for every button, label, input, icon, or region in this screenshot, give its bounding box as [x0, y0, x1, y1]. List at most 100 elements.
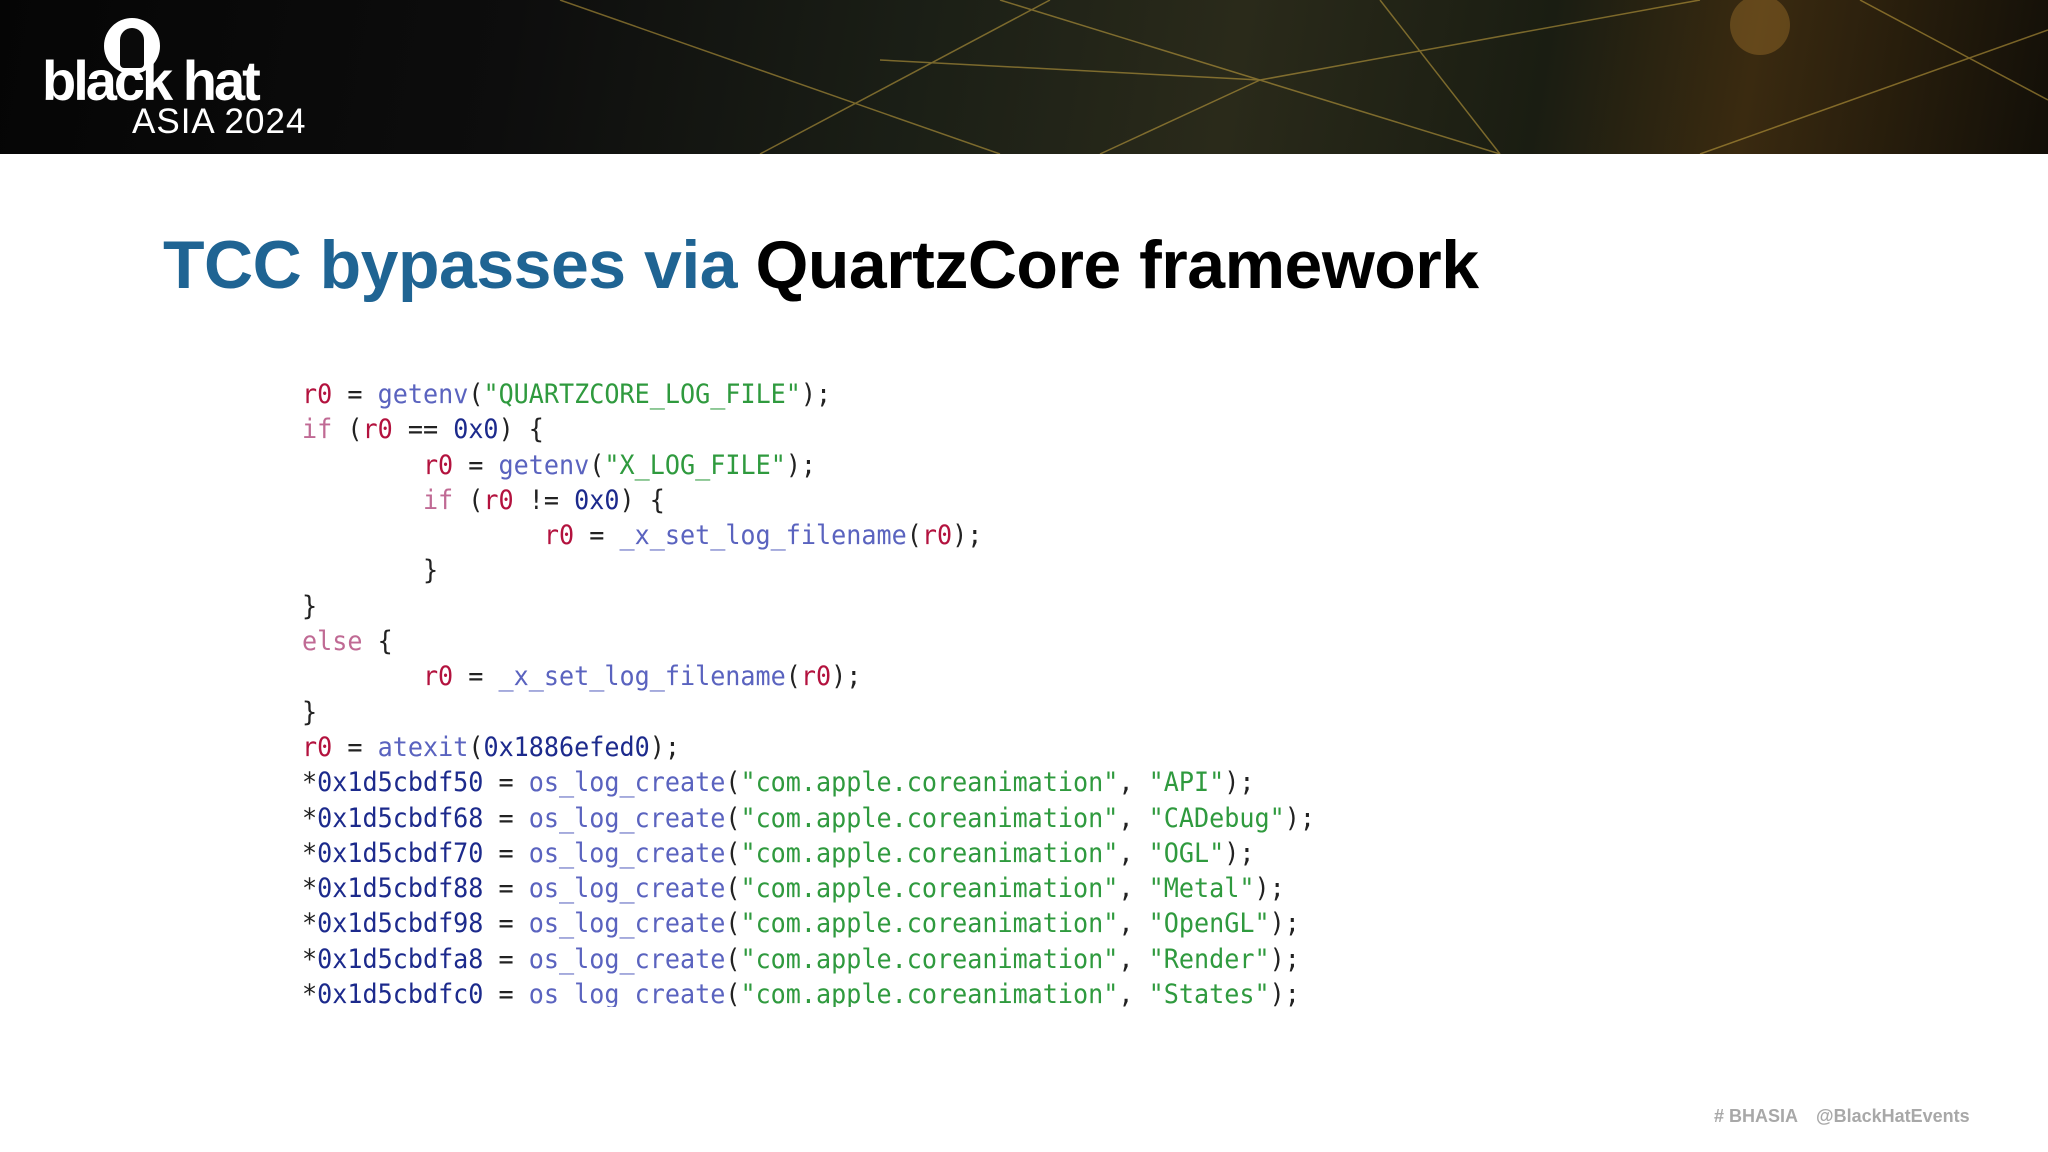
- code-token: =: [483, 873, 529, 905]
- code-token: os_log_create: [528, 979, 726, 1007]
- code-token: (: [468, 731, 484, 763]
- code-token: 0x1d5cbdfc0: [317, 979, 484, 1007]
- code-token: 0x1d5cbdf70: [317, 837, 484, 869]
- slide-title: TCC bypasses via QuartzCore framework: [163, 226, 1479, 304]
- code-token: =: [453, 449, 499, 481]
- footer-hashtag: # BHASIA: [1714, 1106, 1799, 1126]
- title-part-highlight: TCC bypasses via: [163, 227, 738, 303]
- code-token: os_log_create: [528, 767, 726, 799]
- code-token: "API": [1148, 767, 1225, 799]
- code-token: (: [725, 979, 741, 1007]
- code-token: "com.apple.coreanimation": [740, 943, 1119, 975]
- code-token: (: [589, 449, 605, 481]
- code-token: ,: [1118, 943, 1149, 975]
- logo-wordmark: black hat: [42, 49, 261, 112]
- code-token: ==: [392, 414, 454, 446]
- code-token: r0: [302, 731, 333, 763]
- code-token: }: [302, 555, 439, 587]
- code-token: "CADebug": [1148, 802, 1285, 834]
- code-token: [302, 520, 544, 551]
- code-token: =: [483, 767, 529, 799]
- code-token: os_log_create: [528, 802, 726, 834]
- code-token: r0: [302, 379, 333, 410]
- code-token: [302, 450, 423, 481]
- code-token: r0: [543, 520, 575, 552]
- code-line: r0 = _x_set_log_filename(r0);: [302, 659, 1315, 694]
- code-token: (: [725, 802, 741, 834]
- code-line: }: [302, 695, 1315, 730]
- code-token: "X_LOG_FILE": [604, 449, 786, 481]
- code-token: os_log_create: [528, 908, 726, 940]
- code-token: r0: [921, 520, 953, 552]
- code-token: );: [1254, 873, 1285, 905]
- code-token: (: [906, 520, 922, 552]
- code-token: "OGL": [1148, 837, 1225, 869]
- code-token: r0: [362, 414, 393, 446]
- code-token: "com.apple.coreanimation": [740, 802, 1119, 834]
- code-line: if (r0 != 0x0) {: [302, 483, 1315, 518]
- code-token: (: [725, 837, 741, 869]
- code-token: ,: [1118, 979, 1149, 1007]
- network-lines-background: [559, 0, 2048, 154]
- code-token: 0x1d5cbdf50: [317, 767, 484, 799]
- code-token: r0: [483, 484, 514, 516]
- code-line: }: [302, 553, 1315, 588]
- code-token: );: [800, 379, 832, 410]
- code-token: *: [302, 837, 318, 869]
- code-line: if (r0 == 0x0) {: [302, 412, 1315, 447]
- code-token: ,: [1118, 837, 1149, 869]
- code-line: r0 = atexit(0x1886efed0);: [302, 730, 1315, 765]
- code-token: 0x1d5cbdf98: [317, 908, 484, 940]
- code-token: os_log_create: [528, 943, 726, 975]
- code-token: *: [302, 767, 318, 799]
- code-token: *: [302, 979, 318, 1007]
- code-line: else {: [302, 624, 1315, 659]
- code-token: (: [725, 908, 741, 940]
- code-token: }: [302, 590, 318, 622]
- code-token: "OpenGL": [1148, 908, 1270, 940]
- code-token: ,: [1118, 908, 1149, 940]
- code-token: _x_set_log_filename: [498, 661, 786, 693]
- logo-event: ASIA 2024: [132, 102, 307, 141]
- code-line: *0x1d5cbdf70 = os_log_create("com.apple.…: [302, 836, 1315, 871]
- code-token: 0x0: [453, 414, 499, 446]
- code-line: *0x1d5cbdf98 = os_log_create("com.apple.…: [302, 906, 1315, 941]
- code-token: "com.apple.coreanimation": [740, 873, 1119, 905]
- hat-silhouette-icon: [104, 18, 160, 74]
- code-token: *: [302, 873, 318, 905]
- code-token: os_log_create: [528, 873, 726, 905]
- code-token: "States": [1148, 979, 1270, 1007]
- code-token: else: [302, 626, 363, 658]
- footer-handle: @BlackHatEvents: [1816, 1106, 1970, 1126]
- code-token: 0x1d5cbdf68: [317, 802, 484, 834]
- code-token: ) {: [619, 484, 665, 516]
- code-token: ) {: [498, 414, 544, 446]
- code-token: );: [785, 449, 817, 481]
- code-token: getenv: [377, 379, 469, 410]
- code-line: *0x1d5cbdfc0 = os_log_create("com.apple.…: [302, 977, 1315, 1007]
- code-token: (: [725, 943, 741, 975]
- code-token: [302, 485, 423, 516]
- code-line: *0x1d5cbdf68 = os_log_create("com.apple.…: [302, 801, 1315, 836]
- code-token: "com.apple.coreanimation": [740, 979, 1119, 1007]
- code-token: !=: [513, 484, 575, 516]
- code-token: );: [1284, 802, 1315, 834]
- code-line: r0 = getenv("QUARTZCORE_LOG_FILE");: [302, 377, 1315, 412]
- code-token: ,: [1118, 802, 1149, 834]
- blackhat-logo: black hat ASIA 2024: [42, 18, 342, 143]
- code-token: =: [483, 979, 529, 1007]
- code-token: 0x1d5cbdf88: [317, 873, 484, 905]
- code-token: =: [483, 837, 529, 869]
- code-token: (: [725, 767, 741, 799]
- code-token: );: [1224, 837, 1255, 869]
- code-token: 0x0: [574, 484, 620, 516]
- code-token: (: [785, 661, 801, 693]
- code-token: );: [1269, 979, 1300, 1007]
- code-token: "Metal": [1148, 873, 1255, 905]
- code-token: atexit: [377, 731, 469, 763]
- code-token: "QUARTZCORE_LOG_FILE": [483, 379, 801, 410]
- code-token: );: [831, 661, 862, 693]
- code-token: (: [332, 414, 363, 446]
- header-banner: black hat ASIA 2024: [0, 0, 2048, 154]
- code-token: r0: [800, 661, 832, 693]
